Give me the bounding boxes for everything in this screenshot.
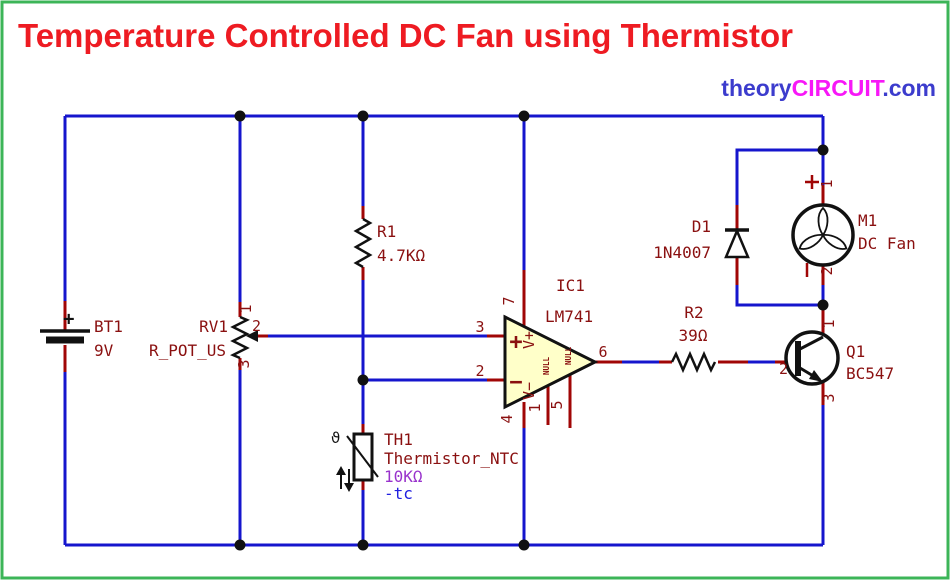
diode-top-branch-wire	[735, 148, 823, 205]
opamp-pin1-number: 1	[526, 403, 544, 412]
q1-emitter-arrow	[809, 370, 823, 382]
fan-blade-3	[798, 234, 825, 250]
opamp-value: LM741	[545, 307, 593, 326]
battery-value: 9V	[94, 341, 114, 360]
page-title: Temperature Controlled DC Fan using Ther…	[18, 17, 793, 54]
component-labels: BT1 9V RV1 R_POT_US R1 4.7KΩ TH1 Thermis…	[94, 211, 916, 468]
q1-base-bar	[795, 341, 801, 376]
fan-blade-1	[817, 206, 829, 237]
th1-coefficient: -tc	[384, 484, 413, 503]
th1-resistance: 10KΩ	[384, 467, 423, 486]
pot-pin2-number: 2	[252, 317, 261, 335]
r2-zigzag	[670, 350, 717, 374]
pot-wiper-arrow	[246, 330, 258, 342]
opamp-plus-input-mark: +	[509, 330, 522, 355]
d1-value: 1N4007	[653, 243, 711, 262]
pot-pin1-number: 1	[237, 304, 255, 313]
brand-watermark: theoryCIRCUIT.com	[721, 75, 936, 101]
th1-diagonal	[346, 435, 379, 478]
motor-value: DC Fan	[858, 234, 916, 253]
potentiometer-symbol	[230, 315, 258, 360]
opamp-internal-labels: + − V+ V− NULL NULL	[509, 330, 573, 400]
battery-symbol	[40, 329, 90, 344]
battery-plus-sign: +	[63, 308, 74, 330]
junction-dot	[518, 110, 530, 122]
q1-collector-line	[799, 335, 824, 351]
motor-pin1-number: 1	[818, 179, 836, 188]
opamp-minus-input-mark: −	[509, 370, 522, 395]
th1-arrow-up-head	[336, 466, 346, 475]
transistor-symbol	[784, 330, 840, 386]
th1-arrow-down-head	[344, 483, 354, 492]
junction-dot	[357, 110, 369, 122]
opamp-pin7-number: 7	[500, 296, 518, 305]
pot-ref: RV1	[199, 317, 228, 336]
th1-ref: TH1	[384, 430, 413, 449]
pin-numbers: 1 2 3 3 2 6 7 4 1 5 1 2 2 1 3	[235, 179, 838, 423]
component-bodies	[40, 203, 855, 492]
q1-pin1-number: 1	[820, 319, 838, 328]
motor-polarity-marks	[805, 175, 819, 277]
fan-blade-2	[821, 234, 848, 250]
junction-dot	[357, 374, 369, 386]
junction-dot	[817, 299, 829, 311]
d1-triangle	[724, 227, 750, 259]
junction-dot	[234, 539, 246, 551]
motor-plus-marker	[805, 175, 819, 189]
motor-ref: M1	[858, 211, 877, 230]
motor-symbol	[791, 203, 855, 267]
brand-dotcom: .com	[882, 75, 936, 101]
brand-circuit: CIRCUIT	[792, 75, 885, 101]
th1-theta-symbol: ϑ	[331, 429, 340, 447]
brand-theory: theory	[721, 75, 792, 101]
r1-zigzag	[353, 217, 373, 269]
pot-pin3-number: 3	[235, 359, 253, 368]
opamp-vminus-mark: V−	[520, 382, 538, 400]
junction-dot	[234, 110, 246, 122]
r1-value: 4.7KΩ	[377, 246, 426, 265]
opamp-null2-mark: NULL	[564, 346, 573, 365]
q1-value: BC547	[846, 364, 894, 383]
opamp-null1-mark: NULL	[542, 356, 551, 375]
q1-pin2-number: 2	[779, 360, 788, 378]
opamp-pin5-number: 5	[548, 400, 566, 409]
d1-ref: D1	[692, 217, 711, 236]
thermistor-symbol	[336, 432, 379, 492]
th1-value: Thermistor_NTC	[384, 449, 519, 468]
q1-ref: Q1	[846, 342, 865, 361]
junction-dots	[234, 110, 829, 551]
opamp-triangle	[503, 314, 599, 410]
opamp-ref: IC1	[556, 276, 585, 295]
junction-dot	[817, 144, 829, 156]
wires	[63, 114, 825, 547]
q1-pin3-number: 3	[820, 393, 838, 402]
motor-pin2-number: 2	[818, 266, 836, 275]
diode-symbol	[724, 227, 750, 259]
r2-value: 39Ω	[679, 326, 708, 345]
opamp-pin4-number: 4	[498, 414, 516, 423]
opamp-pin3-number: 3	[475, 318, 484, 336]
pot-zigzag	[230, 315, 250, 360]
opamp-pin6-number: 6	[598, 343, 607, 361]
r2-ref: R2	[684, 303, 703, 322]
opamp-vplus-mark: V+	[520, 331, 538, 349]
junction-dot	[518, 539, 530, 551]
battery-ref: BT1	[94, 317, 123, 336]
pot-value: R_POT_US	[149, 341, 226, 360]
r1-ref: R1	[377, 222, 396, 241]
diode-bottom-branch-wire	[735, 285, 823, 307]
junction-dot	[357, 539, 369, 551]
opamp-pin2-number: 2	[475, 362, 484, 380]
